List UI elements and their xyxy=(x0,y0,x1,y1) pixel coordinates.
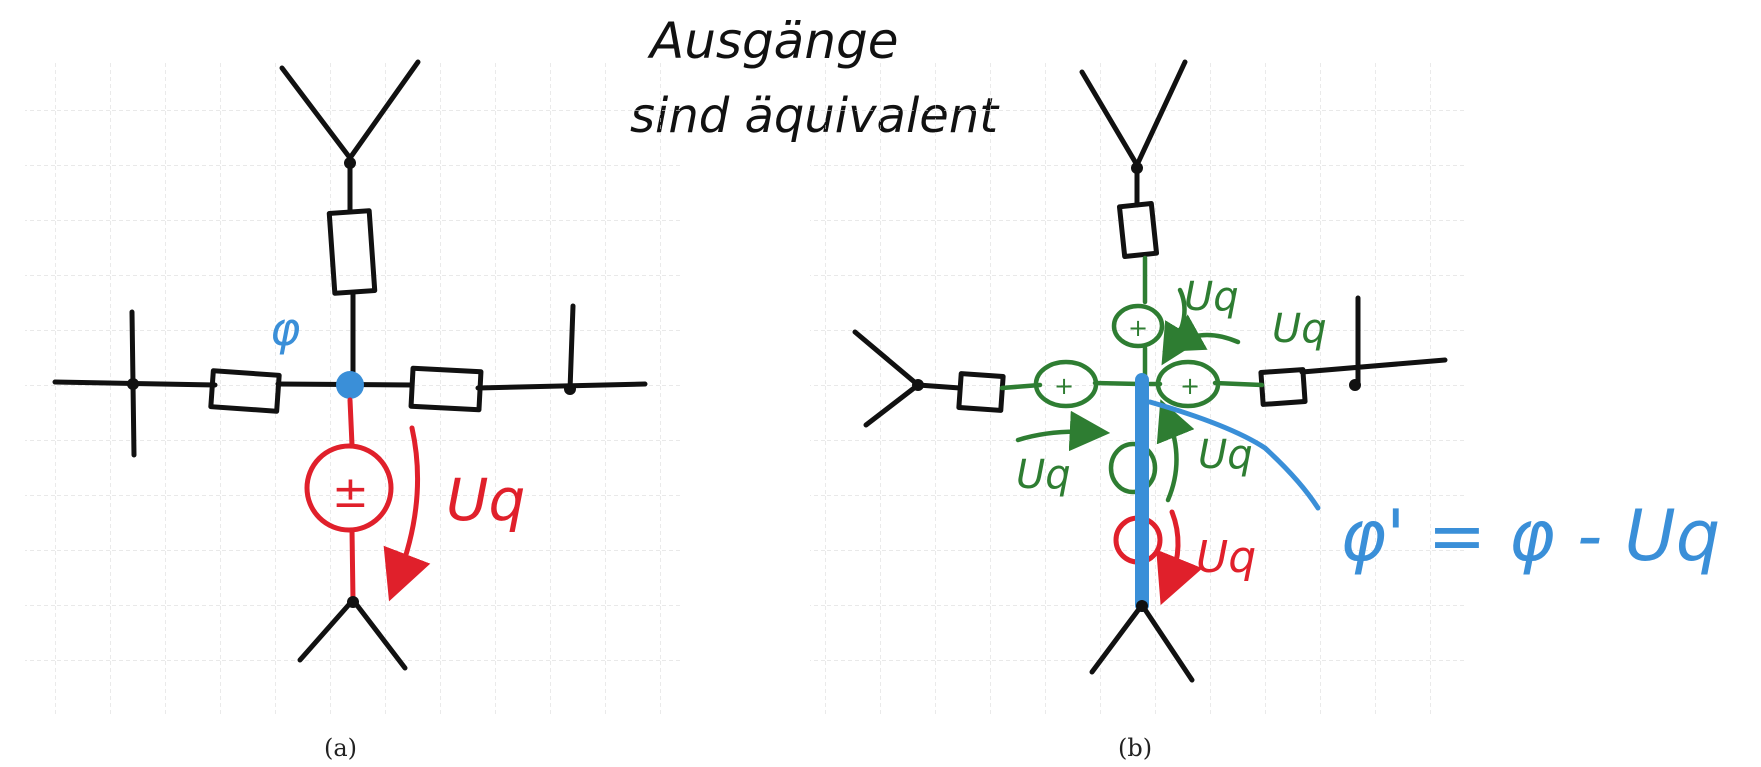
panel-b-green-source-right-symbol: + xyxy=(1180,372,1200,400)
panel-a-voltage-arrow xyxy=(383,425,431,602)
panel-a-bottom-node xyxy=(347,596,359,608)
panel-b-right-terminal xyxy=(1299,295,1448,385)
panel-b: + + + Uq Uq Uq Uq Uq φ' = φ - Uq (b) xyxy=(810,59,1720,762)
panel-a-right-terminal xyxy=(567,303,576,393)
panel-b-green-label-left: Uq xyxy=(1016,452,1071,498)
panel-b-resistor-left xyxy=(956,371,1006,413)
panel-a-central-node xyxy=(336,371,364,399)
panel-b-green-source-left xyxy=(1033,359,1099,409)
panel-a-voltage-label: Uq xyxy=(446,466,525,534)
panel-b-top-node xyxy=(1131,162,1143,174)
panel-a-resistor-left xyxy=(208,368,282,414)
panel-b-caption: (b) xyxy=(1118,734,1152,762)
panel-b-green-source-left-symbol: + xyxy=(1054,372,1074,400)
panel-a-source-symbol: ± xyxy=(332,467,369,518)
panel-b-equipotential-pointer xyxy=(1147,399,1321,511)
panel-b-potential-equation: φ' = φ - Uq xyxy=(1340,495,1720,577)
panel-b-red-arrow xyxy=(1156,509,1203,606)
panel-a-resistor-right xyxy=(408,365,484,413)
panel-a-left-node xyxy=(127,378,139,390)
panel-b-green-arrow-right xyxy=(1162,314,1241,352)
panel-b-bottom-node xyxy=(1136,600,1148,612)
panel-b-red-label: Uq xyxy=(1196,532,1256,583)
panel-b-green-source-top-symbol: + xyxy=(1128,314,1148,342)
panel-a-top-node xyxy=(344,157,356,169)
panel-b-green-label-bottom: Uq xyxy=(1198,432,1253,478)
panel-a-phi-label: φ xyxy=(270,302,300,356)
panel-b-right-node xyxy=(1349,379,1361,391)
panel-b-left-node xyxy=(912,379,924,391)
panel-b-green-source-bottom xyxy=(1108,441,1158,495)
panel-b-resistor-right xyxy=(1258,367,1308,407)
panel-a-source-wire xyxy=(347,397,356,603)
panel-b-green-label-top: Uq xyxy=(1184,274,1239,320)
panel-a-right-node xyxy=(564,383,576,395)
panel-a: φ ± Uq (a) xyxy=(25,59,680,762)
panel-b-resistor-top xyxy=(1116,200,1160,260)
panel-a-caption: (a) xyxy=(324,734,357,762)
panel-b-green-label-right: Uq xyxy=(1272,306,1327,352)
panel-b-green-arrow-left xyxy=(1015,410,1111,452)
panel-a-voltage-source xyxy=(304,443,394,533)
panel-a-resistor-top xyxy=(326,208,378,296)
panel-b-green-arrow-bottom xyxy=(1156,399,1195,503)
